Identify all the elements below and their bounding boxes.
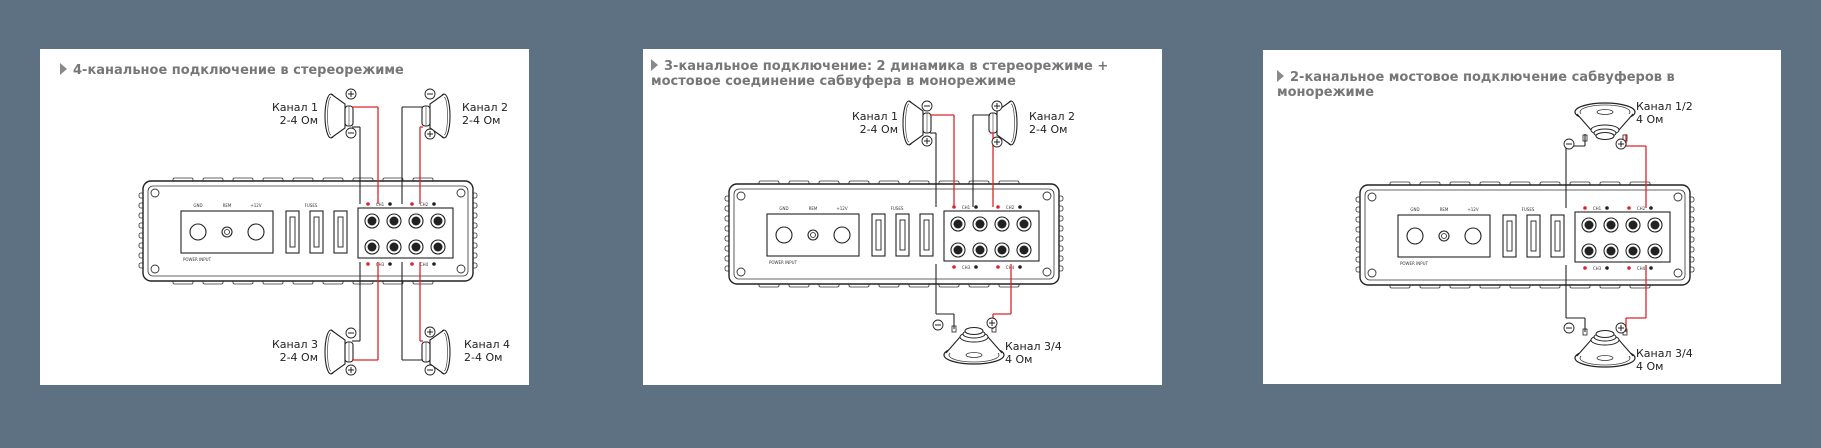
svg-text:CH1: CH1 bbox=[376, 202, 385, 207]
svg-text:CH4: CH4 bbox=[1006, 265, 1015, 270]
title-arrow-icon bbox=[60, 63, 67, 75]
svg-text:REM: REM bbox=[809, 206, 818, 211]
speaker-ch2-icon bbox=[421, 93, 451, 139]
svg-text:+12V: +12V bbox=[836, 206, 847, 211]
svg-text:CH1: CH1 bbox=[962, 205, 971, 210]
panel-title: 2-канальное мостовое подключение сабвуфе… bbox=[1277, 70, 1675, 100]
minus-icon bbox=[345, 327, 357, 339]
svg-text:CH2: CH2 bbox=[1637, 206, 1646, 211]
svg-text:FUSES: FUSES bbox=[1522, 207, 1535, 212]
svg-text:GND: GND bbox=[779, 206, 788, 211]
plus-icon bbox=[345, 88, 357, 100]
svg-text:CH3: CH3 bbox=[1593, 266, 1602, 271]
svg-text:REM: REM bbox=[223, 203, 232, 208]
svg-text:+12V: +12V bbox=[1467, 207, 1478, 212]
svg-text:POWER INPUT: POWER INPUT bbox=[769, 260, 798, 265]
subwoofer-ch12-icon bbox=[1574, 102, 1636, 142]
svg-text:CH3: CH3 bbox=[376, 262, 385, 267]
svg-text:CH1: CH1 bbox=[1593, 206, 1602, 211]
svg-text:CH2: CH2 bbox=[1006, 205, 1015, 210]
plus-icon bbox=[424, 128, 436, 140]
speaker-ch1-icon bbox=[902, 100, 932, 146]
svg-text:GND: GND bbox=[193, 203, 202, 208]
svg-text:CH2: CH2 bbox=[420, 202, 429, 207]
svg-text:POWER INPUT: POWER INPUT bbox=[183, 257, 212, 262]
plus-icon bbox=[991, 100, 1003, 112]
subwoofer-ch34-icon bbox=[1574, 328, 1636, 368]
speaker-ch2-icon bbox=[988, 100, 1018, 146]
plus-icon bbox=[1615, 138, 1627, 150]
svg-text:CH4: CH4 bbox=[420, 262, 429, 267]
svg-text:FUSES: FUSES bbox=[891, 206, 904, 211]
diagram-panel-2ch-bridge: 2-канальное мостовое подключение сабвуфе… bbox=[1263, 50, 1781, 384]
minus-icon bbox=[424, 364, 436, 376]
diagram-panel-3ch: 3-канальное подключение: 2 динамика в ст… bbox=[643, 49, 1162, 385]
title-arrow-icon bbox=[651, 59, 658, 71]
diagram-panel-4ch: 4-канальное подключение в стереорежиме G… bbox=[40, 49, 529, 385]
subwoofer-ch34-icon bbox=[943, 325, 1005, 365]
svg-text:POWER INPUT: POWER INPUT bbox=[1400, 261, 1429, 266]
svg-text:CH3: CH3 bbox=[962, 265, 971, 270]
plus-icon bbox=[1615, 322, 1627, 334]
minus-icon bbox=[345, 127, 357, 139]
minus-icon bbox=[424, 88, 436, 100]
plus-icon bbox=[986, 317, 998, 329]
minus-icon bbox=[932, 319, 944, 331]
plus-icon bbox=[991, 136, 1003, 148]
panel-title: 4-канальное подключение в стереорежиме bbox=[60, 63, 519, 78]
title-arrow-icon bbox=[1277, 70, 1284, 82]
panel-title: 3-канальное подключение: 2 динамика в ст… bbox=[651, 59, 1109, 89]
svg-text:CH4: CH4 bbox=[1637, 266, 1646, 271]
minus-icon bbox=[921, 100, 933, 112]
plus-icon bbox=[345, 364, 357, 376]
svg-text:GND: GND bbox=[1410, 207, 1419, 212]
plus-icon bbox=[921, 135, 933, 147]
svg-text:FUSES: FUSES bbox=[305, 203, 318, 208]
speaker-ch3-icon bbox=[324, 329, 354, 375]
svg-text:REM: REM bbox=[1440, 207, 1449, 212]
speaker-ch4-icon bbox=[421, 329, 451, 375]
minus-icon bbox=[1563, 138, 1575, 150]
speaker-ch1-icon bbox=[324, 93, 354, 139]
minus-icon bbox=[1563, 322, 1575, 334]
svg-text:+12V: +12V bbox=[250, 203, 261, 208]
plus-icon bbox=[424, 326, 436, 338]
